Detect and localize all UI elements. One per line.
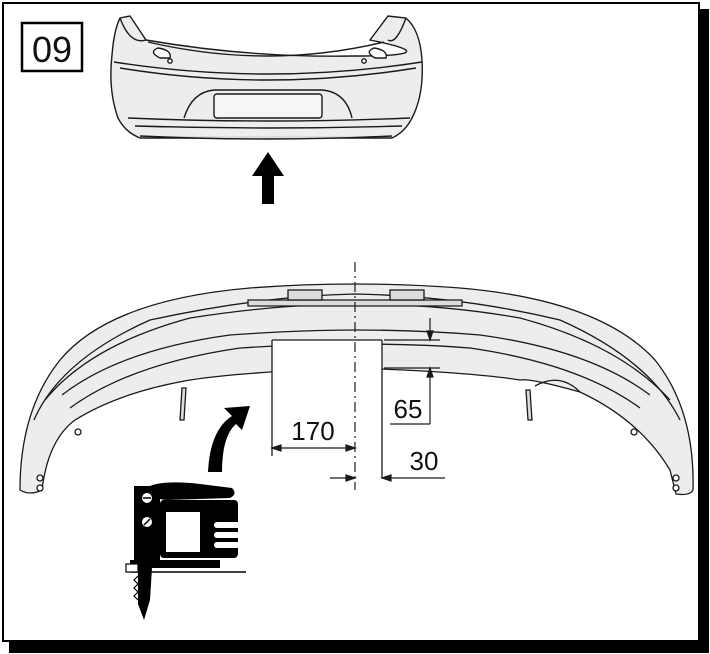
- dimension-label-170: 170: [291, 416, 334, 446]
- step-number: 09: [32, 29, 72, 70]
- dimension-65: [384, 318, 440, 425]
- dimension-label-65: 65: [394, 394, 423, 424]
- arrow-up-icon: [252, 152, 284, 204]
- dimension-30: [330, 474, 445, 482]
- license-plate-recess: [213, 93, 323, 119]
- curved-arrow-icon: [208, 406, 250, 472]
- rear-bumper-top-view: [110, 15, 423, 140]
- jigsaw-tool-icon: [125, 482, 246, 620]
- step-number-badge: 09: [20, 21, 84, 73]
- dimension-label-30: 30: [410, 446, 439, 476]
- dimension-170: [270, 444, 357, 452]
- cutout-area: [271, 339, 383, 478]
